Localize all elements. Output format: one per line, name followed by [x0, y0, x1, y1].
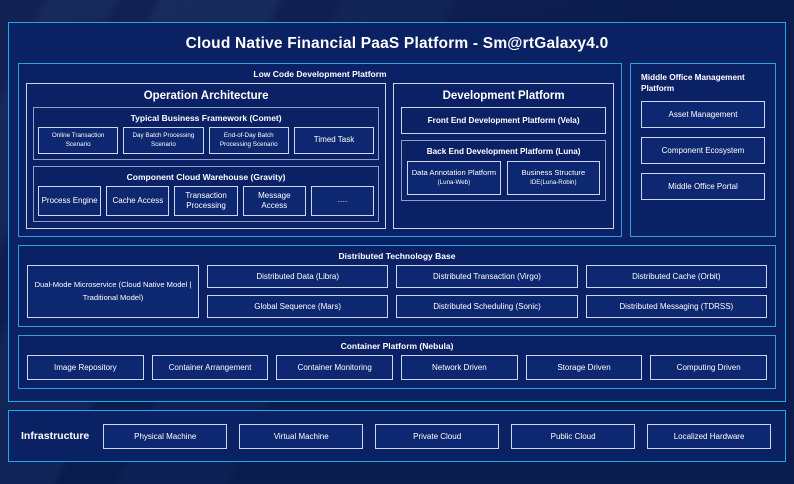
infrastructure-label: Infrastructure: [21, 430, 90, 442]
business-structure-label: Business Structure: [521, 168, 586, 178]
distributed-technology-base-title: Distributed Technology Base: [338, 251, 456, 261]
cell-distributed-messaging[interactable]: Distributed Messaging (TDRSS): [585, 295, 767, 318]
development-platform-title: Development Platform: [442, 90, 565, 102]
chip-end-of-day-batch-processing-scenario[interactable]: End-of-Day Batch Processing Scenario: [208, 127, 289, 154]
operation-architecture-title: Operation Architecture: [143, 90, 269, 102]
chip-message-access[interactable]: Message Access: [242, 186, 306, 216]
middle-office-management-platform-panel: Middle Office Management Platform Asset …: [630, 63, 776, 237]
infrastructure-panel: Infrastructure Physical Machine Virtual …: [8, 410, 786, 462]
top-row: Low Code Development Platform Operation …: [18, 63, 776, 237]
middle-office-item-asset-management[interactable]: Asset Management: [641, 100, 765, 128]
middle-office-item-middle-office-portal[interactable]: Middle Office Portal: [641, 172, 765, 200]
cell-distributed-data[interactable]: Distributed Data (Libra): [207, 265, 389, 288]
business-structure-sublabel: IDE(Luna-Robin): [530, 178, 577, 186]
platform-frame: Cloud Native Financial PaaS Platform - S…: [8, 22, 786, 402]
data-annotation-platform-label: Data Annotation Platform: [411, 168, 497, 178]
chip-more-ellipsis[interactable]: ......: [310, 186, 375, 216]
dtb-column-2: Distributed Transaction (Virgo) Distribu…: [396, 265, 578, 318]
cell-distributed-transaction[interactable]: Distributed Transaction (Virgo): [396, 265, 578, 288]
dtb-column-1: Distributed Data (Libra) Global Sequence…: [207, 265, 389, 318]
component-cloud-warehouse-title: Component Cloud Warehouse (Gravity): [126, 172, 286, 182]
cell-localized-hardware[interactable]: Localized Hardware: [647, 423, 772, 449]
container-platform-panel: Container Platform (Nebula) Image Reposi…: [18, 335, 776, 389]
cell-computing-driven[interactable]: Computing Driven: [650, 355, 768, 380]
cell-storage-driven[interactable]: Storage Driven: [525, 355, 643, 380]
cell-dual-mode-microservice[interactable]: Dual-Mode Microservice (Cloud Native Mod…: [27, 265, 199, 318]
front-end-development-platform[interactable]: Front End Development Platform (Vela): [401, 107, 606, 134]
data-annotation-platform-sublabel: (Luna-Web): [437, 178, 471, 186]
back-end-development-platform-group: Back End Development Platform (Luna) Dat…: [401, 140, 606, 201]
cell-distributed-scheduling[interactable]: Distributed Scheduling (Sonic): [396, 295, 578, 318]
cell-distributed-cache[interactable]: Distributed Cache (Orbit): [585, 265, 767, 288]
back-end-development-platform-title: Back End Development Platform (Luna): [426, 147, 581, 156]
cell-private-cloud[interactable]: Private Cloud: [375, 423, 500, 449]
cell-public-cloud[interactable]: Public Cloud: [511, 423, 636, 449]
low-code-development-platform-panel: Low Code Development Platform Operation …: [18, 63, 622, 237]
development-platform-panel: Development Platform Front End Developme…: [393, 83, 614, 229]
cell-virtual-machine[interactable]: Virtual Machine: [239, 423, 364, 449]
distributed-technology-base-panel: Distributed Technology Base Dual-Mode Mi…: [18, 245, 776, 327]
typical-business-framework-title: Typical Business Framework (Comet): [130, 113, 282, 123]
cell-physical-machine[interactable]: Physical Machine: [103, 423, 228, 449]
low-code-title: Low Code Development Platform: [253, 69, 387, 79]
chip-cache-access[interactable]: Cache Access: [106, 186, 170, 216]
chip-data-annotation-platform[interactable]: Data Annotation Platform (Luna-Web): [407, 161, 501, 195]
chip-business-structure-ide[interactable]: Business Structure IDE(Luna-Robin): [506, 161, 601, 195]
chip-online-transaction-scenario[interactable]: Online Transaction Scenario: [38, 127, 119, 154]
chip-process-engine[interactable]: Process Engine: [38, 186, 102, 216]
page-title: Cloud Native Financial PaaS Platform - S…: [185, 35, 609, 52]
middle-office-title: Middle Office Management Platform: [641, 73, 745, 94]
chip-transaction-processing[interactable]: Transaction Processing: [174, 186, 238, 216]
middle-office-item-component-ecosystem[interactable]: Component Ecosystem: [641, 136, 765, 164]
cell-global-sequence[interactable]: Global Sequence (Mars): [207, 295, 389, 318]
typical-business-framework-group: Typical Business Framework (Comet) Onlin…: [33, 107, 380, 160]
container-platform-title: Container Platform (Nebula): [340, 341, 454, 351]
component-cloud-warehouse-group: Component Cloud Warehouse (Gravity) Proc…: [33, 166, 380, 222]
cell-image-repository[interactable]: Image Repository: [27, 355, 144, 380]
operation-architecture-panel: Operation Architecture Typical Business …: [26, 83, 387, 229]
dtb-column-3: Distributed Cache (Orbit) Distributed Me…: [585, 265, 767, 318]
cell-container-monitoring[interactable]: Container Monitoring: [276, 355, 394, 380]
cell-network-driven[interactable]: Network Driven: [401, 355, 518, 380]
chip-timed-task[interactable]: Timed Task: [293, 127, 375, 154]
chip-day-batch-processing-scenario[interactable]: Day Batch Processing Scenario: [123, 127, 204, 154]
cell-container-arrangement[interactable]: Container Arrangement: [151, 355, 269, 380]
